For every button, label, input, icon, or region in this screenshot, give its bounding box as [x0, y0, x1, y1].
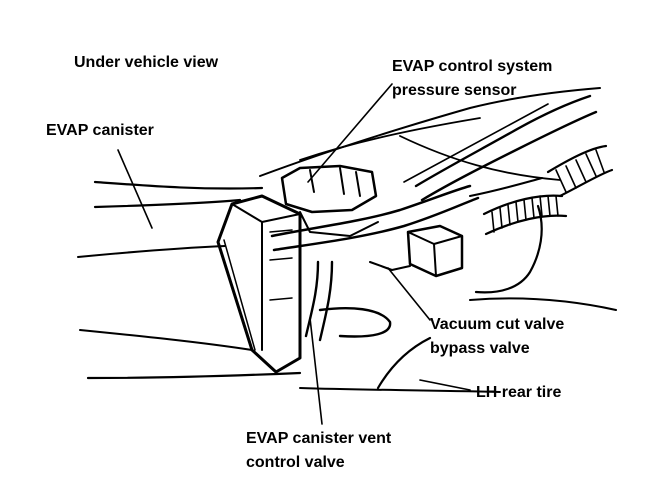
pressure-sensor-assembly [280, 164, 379, 237]
evap-canister [216, 194, 302, 374]
frame-lines [77, 87, 601, 393]
canister-label: EVAP canister [46, 122, 154, 139]
hoses [270, 94, 598, 342]
vacuum-cut-valve-body [369, 224, 464, 278]
vacuum-cut-label-line2: bypass valve [430, 340, 530, 357]
pressure-sensor-label-line1: EVAP control system [392, 58, 553, 75]
vacuum-cut-label-line1: Vacuum cut valve [430, 316, 565, 333]
rear-tire-label: LH rear tire [476, 384, 562, 401]
pressure-sensor-label-line2: pressure sensor [392, 82, 517, 99]
leader-lines [117, 83, 549, 425]
view-title: Under vehicle view [74, 54, 219, 71]
rear-tire-outline [376, 297, 617, 390]
vent-valve-label-line1: EVAP canister vent [246, 430, 392, 447]
vent-valve-label-line2: control valve [246, 454, 345, 471]
corrugated-hoses [474, 144, 614, 294]
